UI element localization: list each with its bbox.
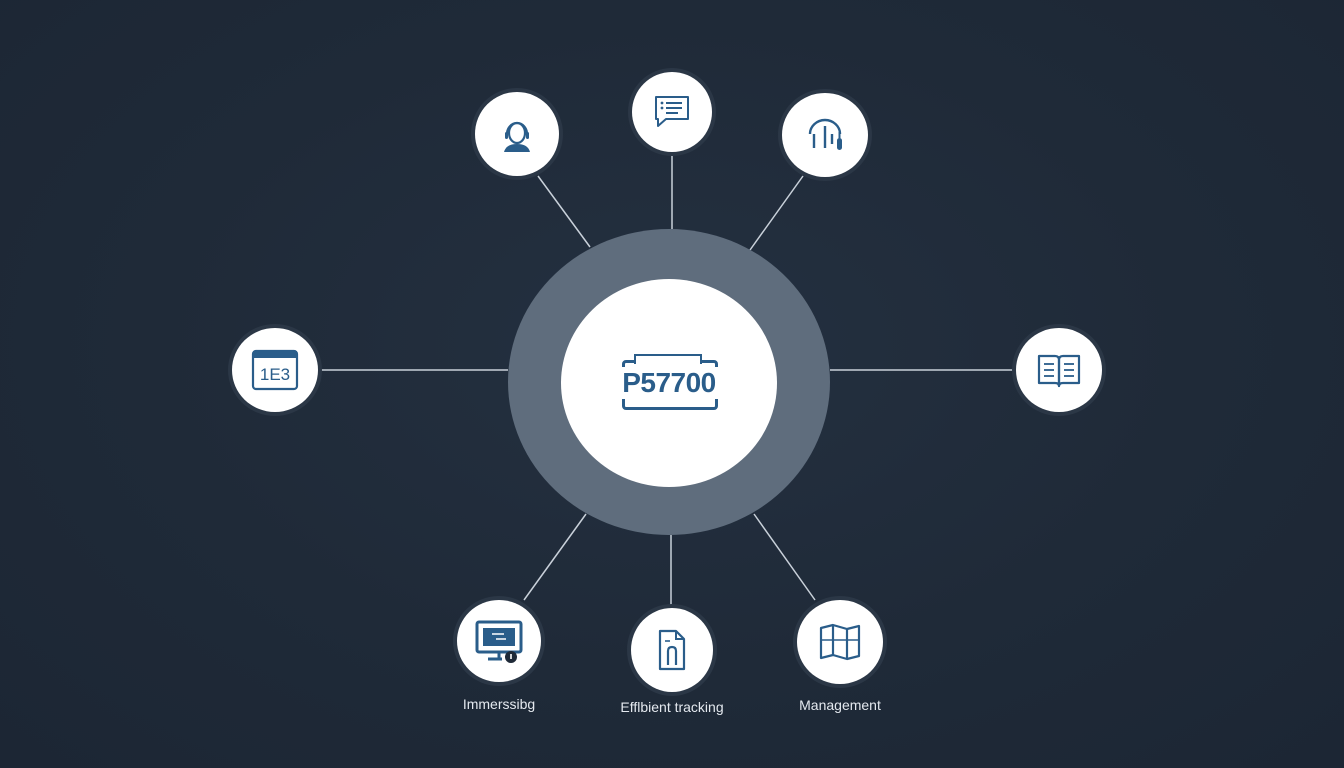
open-book-icon xyxy=(1037,354,1081,388)
label-display: Immerssibg xyxy=(462,696,536,712)
node-support[interactable] xyxy=(475,92,559,176)
connector-learning xyxy=(749,175,804,251)
node-management[interactable] xyxy=(797,600,883,684)
label-tracking: Efflbient tracking xyxy=(620,699,724,715)
hub-code: P57700 xyxy=(612,367,726,399)
node-learning[interactable] xyxy=(782,93,868,177)
hub-core: P57700 xyxy=(561,279,777,487)
node-display[interactable] xyxy=(457,600,541,682)
node-chat[interactable] xyxy=(632,72,712,152)
chat-list-icon xyxy=(655,96,689,127)
badge-tab xyxy=(634,354,702,364)
calendar-icon: 1E3 xyxy=(251,349,299,391)
node-tracking[interactable] xyxy=(631,608,713,692)
node-calendar[interactable]: 1E3 xyxy=(232,328,318,412)
node-docs[interactable] xyxy=(1016,328,1102,412)
label-management: Management xyxy=(799,697,881,713)
map-icon xyxy=(819,623,861,661)
connector-support xyxy=(537,175,591,248)
graduation-cap-icon xyxy=(808,118,842,150)
headset-person-icon xyxy=(504,121,530,152)
connector-management xyxy=(753,513,816,601)
calendar-text: 1E3 xyxy=(260,365,290,384)
hub-badge: P57700 xyxy=(612,354,726,410)
connector-display xyxy=(523,513,587,601)
monitor-icon xyxy=(475,620,523,663)
document-file-icon xyxy=(658,629,686,671)
